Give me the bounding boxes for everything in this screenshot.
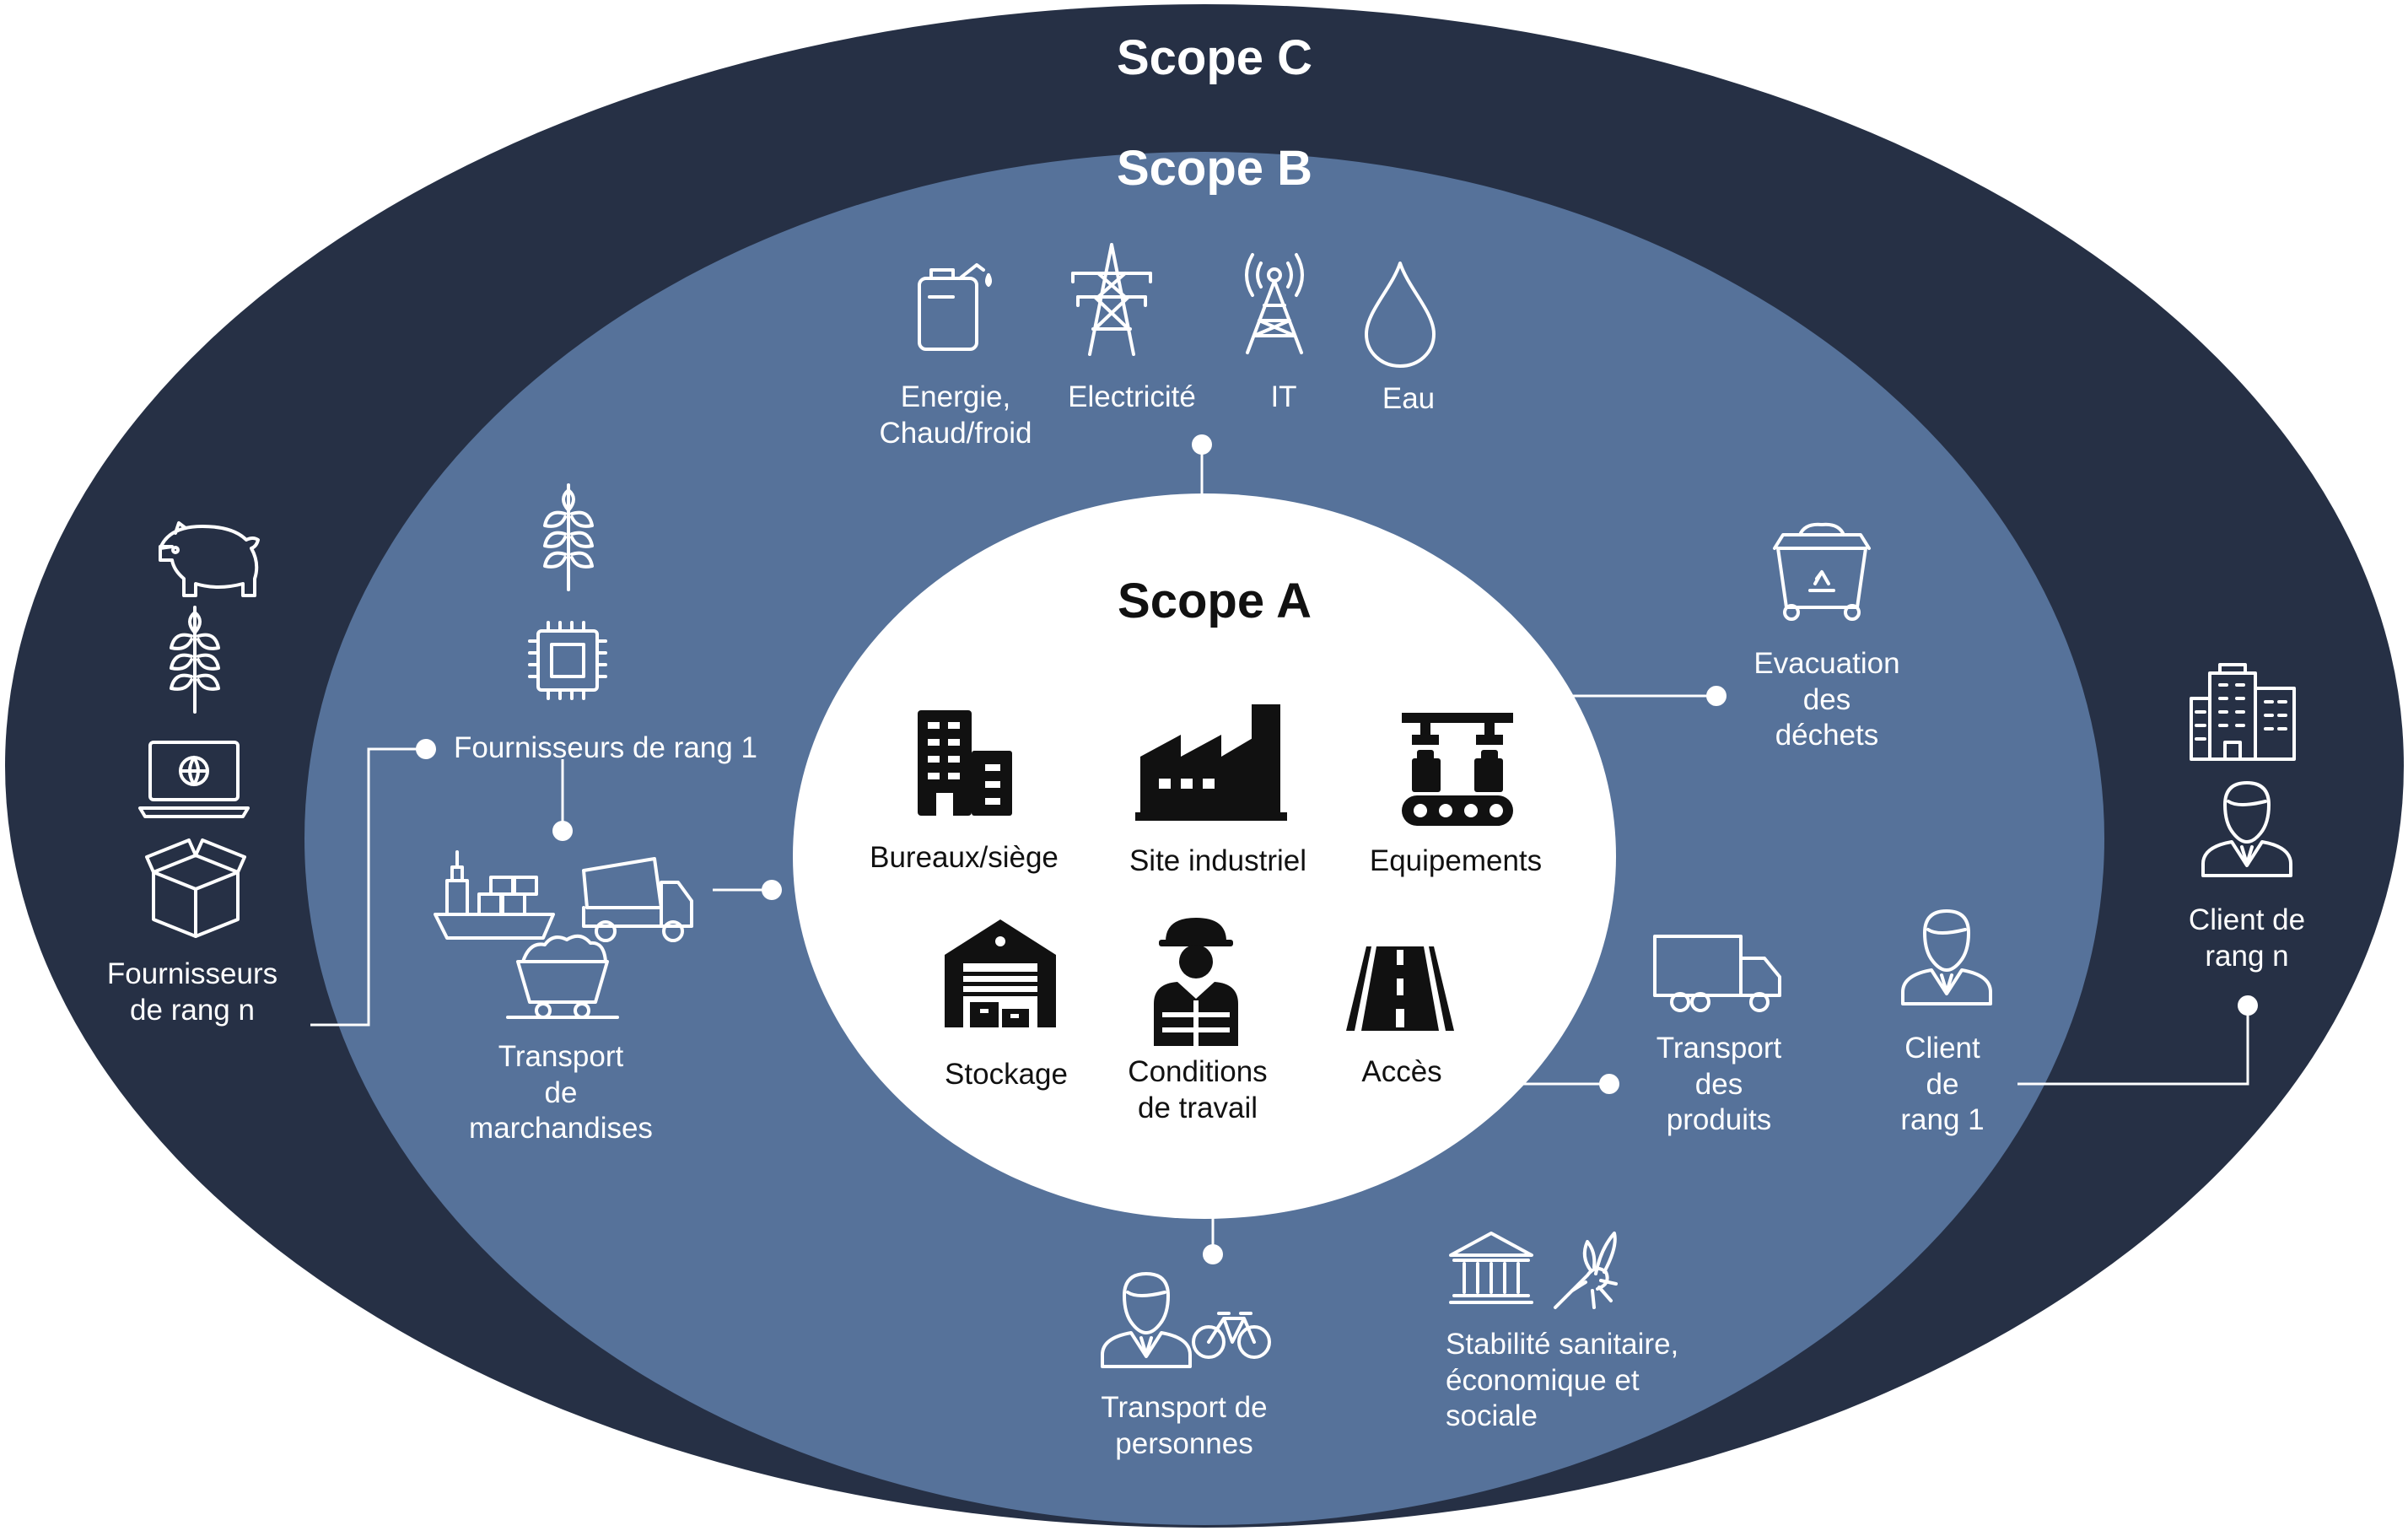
pylon-icon xyxy=(1071,243,1152,356)
recycling-bin-icon xyxy=(1773,522,1871,621)
box-icon xyxy=(145,838,246,938)
pig-icon xyxy=(159,521,260,597)
office-building-icon xyxy=(918,710,1012,816)
laptop-icon xyxy=(138,741,250,818)
city-buildings-icon xyxy=(2190,663,2296,761)
connector-dots xyxy=(416,434,2258,1264)
scope-a-label-storage: Stockage xyxy=(945,1058,1068,1091)
connector-dot xyxy=(762,880,782,900)
scope-b-title: Scope B xyxy=(1116,141,1313,196)
scope-a-label-industrial-site: Site industriel xyxy=(1129,844,1307,877)
connector-dot xyxy=(1599,1074,1619,1094)
scope-a-label-offices: Bureaux/siège xyxy=(870,841,1059,874)
suppliers-tier1-label: Fournisseurs de rang 1 xyxy=(454,731,757,764)
connector-clients xyxy=(2017,1005,2249,1086)
chip-icon xyxy=(528,621,607,700)
connector-dot xyxy=(1192,434,1212,455)
jerrycan-icon xyxy=(918,263,992,351)
utility-label-it: IT xyxy=(1270,380,1297,413)
road-icon xyxy=(1346,946,1454,1031)
assembly-line-icon xyxy=(1402,713,1513,826)
mosquito-icon xyxy=(1554,1232,1618,1309)
businessman-icon xyxy=(1101,1272,1192,1368)
scope-a-label-access: Accès xyxy=(1361,1055,1442,1088)
connector-dot xyxy=(1706,686,1727,706)
businessman-icon xyxy=(2201,781,2292,877)
utility-label-electricity: Electricité xyxy=(1068,380,1196,413)
scope-a-label-equipment: Equipements xyxy=(1369,844,1543,877)
connector-dot xyxy=(416,739,436,759)
connector-dot xyxy=(1203,1244,1223,1264)
scope-a-title: Scope A xyxy=(1118,574,1312,628)
worker-icon xyxy=(1154,918,1238,1046)
bank-icon xyxy=(1449,1232,1533,1304)
coal-wagon-icon xyxy=(506,934,619,1019)
cargo-ship-icon xyxy=(434,850,555,940)
scope-c-title: Scope C xyxy=(1116,30,1313,85)
antenna-icon xyxy=(1245,253,1304,354)
wheat-icon xyxy=(170,606,220,714)
truck-icon xyxy=(1653,935,1781,1012)
utility-label-water: Eau xyxy=(1382,382,1436,415)
connector-dot xyxy=(2238,995,2258,1016)
businessman-icon xyxy=(1901,909,1992,1005)
wheat-icon xyxy=(543,483,594,591)
bicycle-icon xyxy=(1192,1312,1271,1359)
warehouse-icon xyxy=(945,919,1056,1027)
water-drop-icon xyxy=(1365,261,1436,368)
connector-dot xyxy=(552,821,573,841)
dump-truck-icon xyxy=(582,857,693,942)
connector-suppliers-tier1 xyxy=(310,747,426,1027)
factory-icon xyxy=(1135,704,1287,821)
utility-label-energy: Energie,Chaud/froid xyxy=(879,380,1032,450)
scope-a-ellipse xyxy=(793,493,1616,1219)
